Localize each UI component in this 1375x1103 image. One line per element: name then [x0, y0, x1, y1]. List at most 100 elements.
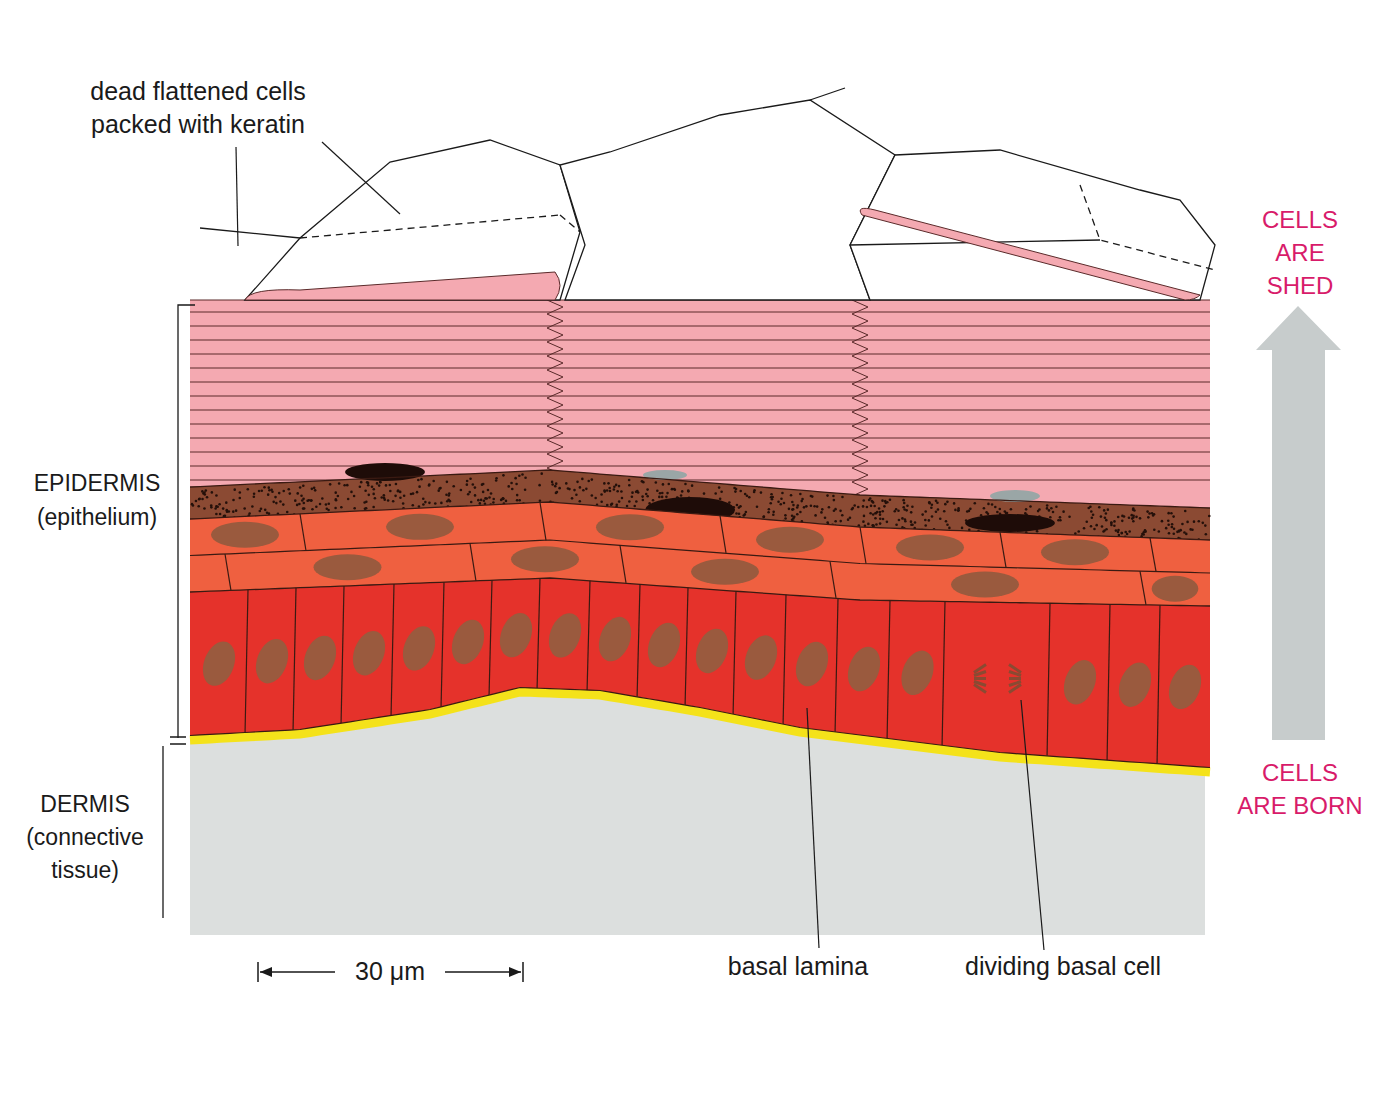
keratohyalin-granule [282, 490, 285, 493]
keratohyalin-granule [781, 492, 784, 495]
keratohyalin-granule [898, 519, 901, 522]
spinous-nucleus [386, 514, 454, 540]
keratohyalin-granule [1113, 524, 1116, 527]
basal-nucleus [896, 646, 940, 699]
keratohyalin-granule [239, 491, 242, 494]
keratohyalin-granule [814, 514, 817, 517]
keratohyalin-granule [422, 503, 425, 506]
keratohyalin-granule [1172, 515, 1175, 518]
keratohyalin-granule [881, 499, 884, 502]
keratohyalin-granule [215, 494, 218, 497]
keratohyalin-granule [834, 520, 837, 523]
keratohyalin-granule [1170, 512, 1173, 515]
bracket-break [170, 737, 186, 744]
keratohyalin-granule [579, 500, 582, 503]
keratohyalin-granule [402, 502, 405, 505]
keratohyalin-granule [540, 472, 543, 475]
cell-boundary [887, 601, 890, 742]
keratohyalin-granule [998, 508, 1001, 511]
keratohyalin-granule [268, 489, 271, 492]
keratohyalin-granule [771, 498, 774, 501]
keratohyalin-granule [379, 481, 382, 484]
keratohyalin-granule [366, 481, 369, 484]
keratohyalin-granule [204, 489, 207, 492]
keratohyalin-granule [771, 496, 774, 499]
keratohyalin-granule [1168, 532, 1171, 535]
keratohyalin-granule [243, 507, 246, 510]
keratohyalin-granule [1077, 530, 1080, 533]
keratohyalin-granule [805, 505, 808, 508]
keratohyalin-granule [666, 492, 669, 495]
keratohyalin-granule [479, 502, 482, 505]
keratohyalin-granule [327, 502, 330, 505]
keratohyalin-granule [615, 503, 618, 506]
epidermis-bracket [178, 305, 195, 738]
keratohyalin-granule [268, 512, 271, 515]
keratohyalin-granule [219, 513, 222, 516]
layer-label: EPIDERMIS (epithelium) [17, 466, 177, 534]
scale-arrowhead [260, 967, 272, 977]
keratohyalin-granule [734, 490, 737, 493]
keratohyalin-granule [719, 498, 722, 501]
keratohyalin-granule [635, 500, 638, 503]
keratohyalin-granule [1120, 532, 1123, 535]
keratohyalin-granule [195, 500, 198, 503]
keratohyalin-granule [410, 493, 413, 496]
keratohyalin-granule [492, 498, 495, 501]
keratohyalin-granule [863, 515, 866, 518]
keratohyalin-granule [1148, 512, 1151, 515]
keratohyalin-granule [610, 503, 613, 506]
keratohyalin-granule [954, 509, 957, 512]
keratohyalin-granule [948, 527, 951, 530]
keratohyalin-granule [474, 494, 477, 497]
keratohyalin-granule [1113, 520, 1116, 523]
keratohyalin-granule [591, 478, 594, 481]
spinous-nucleus [1041, 539, 1109, 565]
keratohyalin-granule [646, 495, 649, 498]
keratohyalin-granule [1098, 506, 1101, 509]
spinous-nucleus [596, 514, 664, 540]
keratohyalin-granule [784, 514, 787, 517]
keratohyalin-granule [385, 484, 388, 487]
keratohyalin-granule [816, 505, 819, 508]
shedding-cell [860, 208, 1200, 300]
keratohyalin-granule [871, 524, 874, 527]
keratohyalin-granule [449, 500, 452, 503]
keratohyalin-granule [378, 484, 381, 487]
keratohyalin-granule [1120, 532, 1123, 535]
keratohyalin-granule [618, 500, 621, 503]
spinous-nucleus [1152, 576, 1199, 602]
keratohyalin-granule [609, 490, 612, 493]
keratohyalin-granule [684, 483, 687, 486]
keratohyalin-granule [518, 475, 521, 478]
keratohyalin-granule [482, 491, 485, 494]
keratohyalin-granule [1201, 522, 1204, 525]
keratohyalin-granule [1062, 510, 1065, 513]
keratohyalin-granule [903, 508, 906, 511]
keratohyalin-granule [879, 511, 882, 514]
keratohyalin-granule [594, 497, 597, 500]
keratohyalin-granule [1171, 523, 1174, 526]
keratohyalin-granule [631, 495, 634, 498]
keratohyalin-granule [428, 483, 431, 486]
keratohyalin-granule [996, 511, 999, 514]
keratohyalin-granule [1132, 520, 1135, 523]
keratohyalin-granule [300, 494, 303, 497]
keratohyalin-granule [1046, 504, 1049, 507]
keratohyalin-granule [372, 488, 375, 491]
keratohyalin-granule [395, 483, 398, 486]
keratohyalin-granule [279, 500, 282, 503]
cell-boundary [1140, 571, 1146, 605]
keratohyalin-granule [868, 499, 871, 502]
keratohyalin-granule [742, 514, 745, 517]
keratohyalin-granule [849, 516, 852, 519]
keratohyalin-granule [883, 505, 886, 508]
keratohyalin-granule [862, 499, 865, 502]
keratohyalin-granule [879, 522, 882, 525]
keratohyalin-granule [895, 508, 898, 511]
keratohyalin-granule [581, 478, 584, 481]
keratohyalin-granule [910, 520, 913, 523]
cell-boundary [835, 598, 838, 734]
keratohyalin-granule [539, 499, 542, 502]
keratohyalin-granule [928, 502, 931, 505]
